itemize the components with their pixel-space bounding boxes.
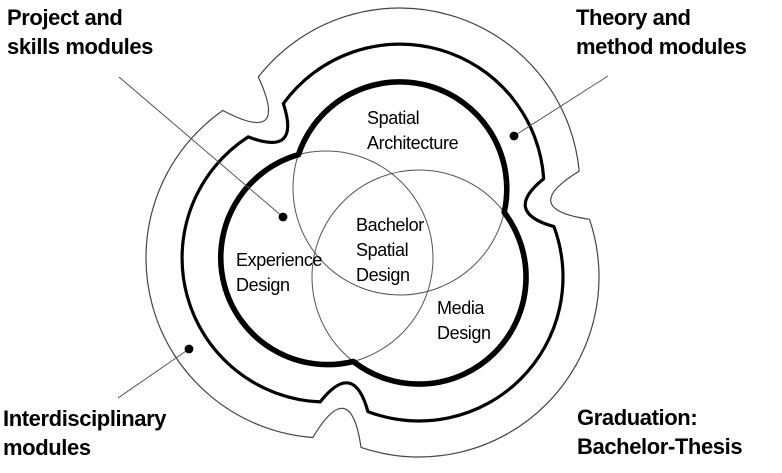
- interdisciplinary-marker-dot: [184, 344, 194, 354]
- graduation-bachelor-thesis-label: Graduation: Bachelor-Thesis: [577, 405, 743, 459]
- project-skills-connector-line: [118, 76, 284, 218]
- theory-method-marker-dot: [509, 131, 519, 141]
- theory-method-modules-label: Theory and method modules: [576, 5, 747, 59]
- spatial-architecture-label: Spatial Architecture: [367, 108, 459, 153]
- theory-method-connector-line: [513, 75, 609, 137]
- outer-thin-contour: [145, 7, 600, 458]
- project-skills-marker-dot: [278, 212, 288, 222]
- middle-medium-contour: [180, 42, 565, 423]
- trefoil-union-outline: [217, 79, 529, 387]
- interdisciplinary-modules-label: Interdisciplinary modules: [3, 406, 167, 460]
- interdisciplinary-connector-line: [117, 348, 190, 399]
- media-design-label: Media Design: [437, 298, 491, 343]
- project-skills-modules-label: Project and skills modules: [7, 5, 154, 59]
- bachelor-spatial-design-label: Bachelor Spatial Design: [356, 215, 424, 285]
- experience-design-label: Experience Design: [236, 250, 323, 295]
